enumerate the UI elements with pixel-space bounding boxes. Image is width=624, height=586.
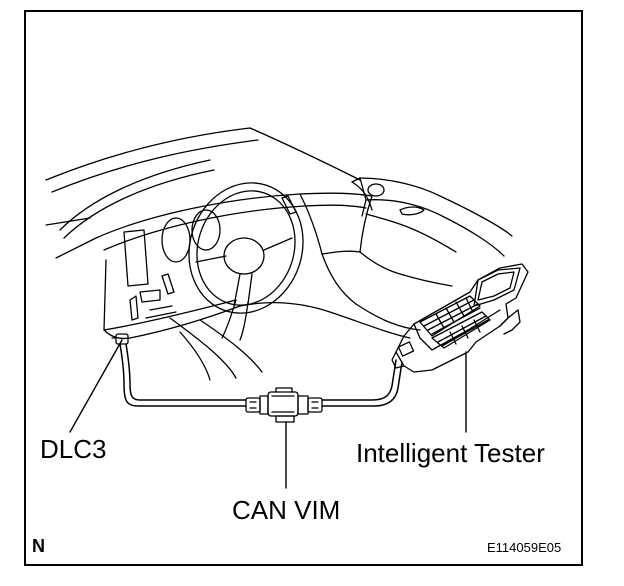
intelligent-tester: [391, 263, 529, 373]
leader-dlc3: [69, 339, 123, 433]
windshield-lines: [45, 127, 361, 259]
figure-frame: [24, 10, 583, 566]
can-vim-connector: [245, 387, 323, 423]
dlc3-label: DLC3: [40, 434, 107, 464]
figure-id: E114059E05: [487, 540, 562, 555]
orientation-marker: N: [32, 536, 45, 556]
cable-left: [119, 343, 247, 407]
intelligent-tester-label: Intelligent Tester: [356, 438, 545, 468]
console-and-floor: [169, 253, 421, 381]
tester-keypad: [419, 295, 491, 349]
cable-right: [321, 359, 403, 407]
dlc3-connector: [111, 333, 129, 345]
can-vim-label: CAN VIM: [232, 495, 341, 525]
dashboard: [95, 177, 373, 340]
passenger-side: [359, 177, 513, 287]
steering-wheel: [188, 182, 304, 341]
leader-lines: [69, 339, 467, 489]
